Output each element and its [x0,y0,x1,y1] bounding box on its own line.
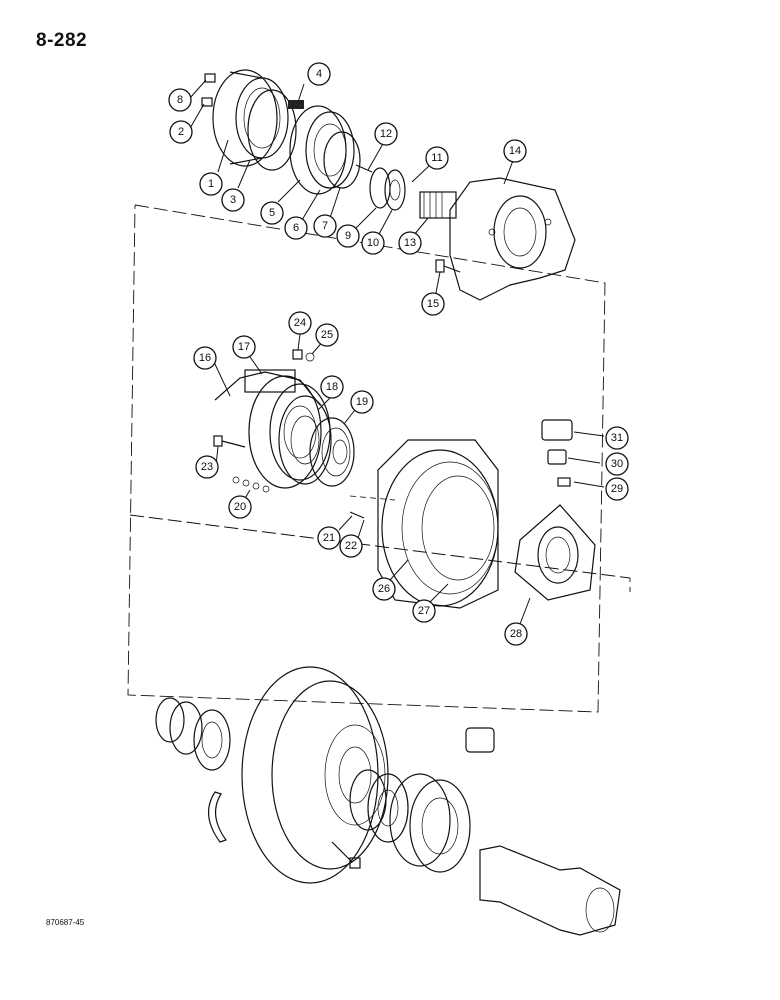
svg-text:25: 25 [321,329,333,341]
callout-28: 28 [504,622,528,646]
callout-25: 25 [315,323,339,347]
svg-text:3: 3 [230,194,236,206]
part-pin-21-22 [349,511,365,519]
page-number: 8-282 [36,30,88,51]
part-inner-bearing [349,769,409,843]
part-plate-18 [278,395,332,485]
part-gear-carrier-28 [514,504,596,601]
part-spindle-housing-14 [449,177,576,301]
callout-31: 31 [605,426,629,450]
svg-text:19: 19 [356,396,368,408]
svg-text:1: 1 [208,178,214,190]
part-spring-pack [288,100,355,195]
part-bearing-19 [309,417,355,487]
callout-6: 6 [284,216,308,240]
callout-2: 2 [169,120,193,144]
callout-13: 13 [398,231,422,255]
svg-text:5: 5 [269,207,275,219]
callout-5: 5 [260,201,284,225]
svg-text:7: 7 [322,220,328,232]
part-bearing-cone-outer [155,697,203,755]
svg-text:16: 16 [199,352,211,364]
callout-17: 17 [232,335,256,359]
svg-text:31: 31 [611,432,623,444]
svg-text:8: 8 [177,94,183,106]
callout-26: 26 [372,577,396,601]
svg-text:9: 9 [345,230,351,242]
svg-text:21: 21 [323,532,335,544]
callout-9: 9 [336,224,360,248]
part-bolt-8-nut-2 [201,73,216,107]
svg-text:20: 20 [234,501,246,513]
svg-text:6: 6 [293,222,299,234]
callout-16: 16 [193,346,217,370]
callout-15: 15 [421,292,445,316]
part-bolt-15 [435,259,461,273]
callout-4: 4 [307,62,331,86]
callout-8: 8 [168,88,192,112]
assembly-frame-upper [127,204,606,713]
figure-code: 870687-45 [46,918,85,927]
leader-lines [188,79,605,625]
part-spindle-shaft [479,845,621,936]
callout-3: 3 [221,188,245,212]
part-o-ring-3 [247,89,297,171]
callout-19: 19 [350,390,374,414]
part-shaft-13 [419,191,457,219]
callout-7: 7 [313,214,337,238]
svg-text:26: 26 [378,583,390,595]
svg-text:23: 23 [201,461,213,473]
svg-text:27: 27 [418,605,430,617]
callout-14: 14 [503,139,527,163]
svg-text:18: 18 [326,381,338,393]
callout-11: 11 [425,146,449,170]
callout-20: 20 [228,495,252,519]
part-seal-pieces-20 [232,476,270,493]
part-motor-body [214,369,331,489]
part-hub [241,666,389,884]
part-washer-9-10 [369,167,406,211]
callout-30: 30 [605,452,629,476]
part-cap-housing [212,69,289,167]
callout-23: 23 [195,455,219,479]
callout-29: 29 [605,477,629,501]
callout-24: 24 [288,311,312,335]
part-bearing-cup-outer [193,709,231,771]
callout-27: 27 [412,599,436,623]
part-ring-gear-26-27 [349,439,499,609]
svg-text:24: 24 [294,317,306,329]
callout-22: 22 [339,534,363,558]
part-retaining-ring [208,791,227,843]
callout-18: 18 [320,375,344,399]
part-ring-7 [323,131,361,189]
part-bolt-23 [213,435,246,448]
svg-text:2: 2 [178,126,184,138]
part-fittings-29-31 [541,419,573,487]
part-seal-detail [465,727,495,753]
callout-12: 12 [374,122,398,146]
svg-text:11: 11 [431,152,442,164]
assembly-frame-lower [129,514,631,592]
svg-text:17: 17 [238,341,250,353]
callout-10: 10 [361,231,385,255]
svg-text:30: 30 [611,458,623,470]
svg-text:29: 29 [611,483,623,495]
svg-text:28: 28 [510,628,522,640]
svg-text:22: 22 [345,540,357,552]
svg-text:15: 15 [427,298,439,310]
part-stud-bolt [331,841,361,869]
part-pin-12 [355,164,373,173]
callout-1: 1 [199,172,223,196]
svg-text:4: 4 [316,68,322,80]
svg-text:13: 13 [404,237,416,249]
svg-text:14: 14 [509,145,521,157]
svg-text:10: 10 [367,237,379,249]
callout-21: 21 [317,526,341,550]
svg-text:12: 12 [380,128,392,140]
part-duo-cone-seal [389,773,471,873]
part-plug-24-25 [292,349,315,362]
